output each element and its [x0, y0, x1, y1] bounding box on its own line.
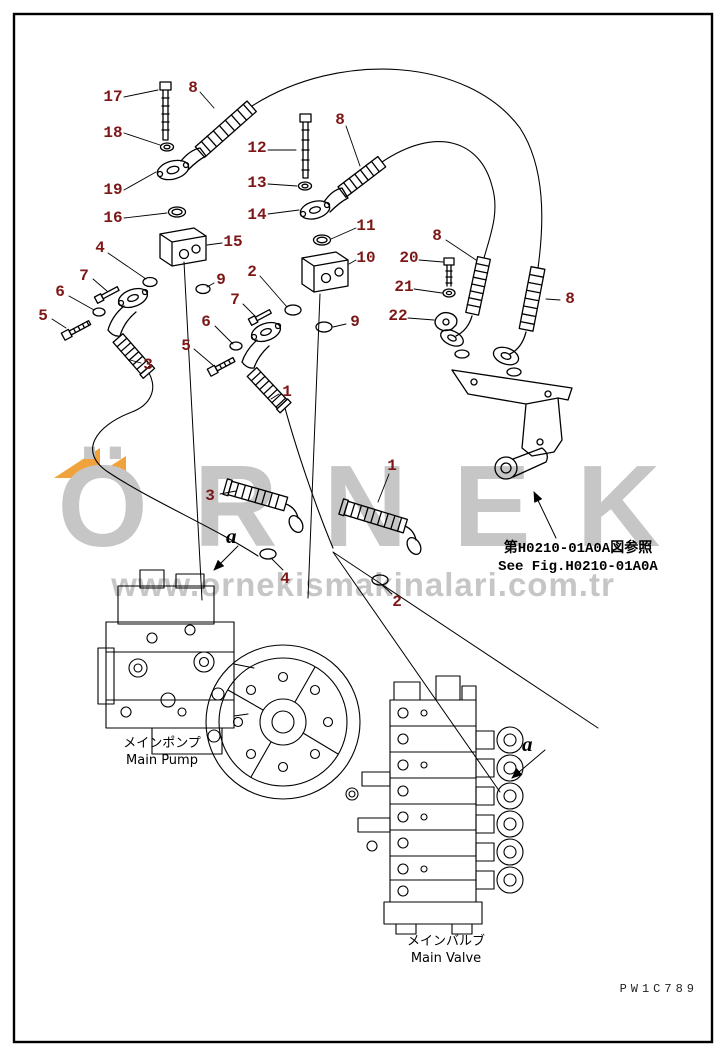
block-15 — [159, 227, 207, 267]
reference-note-jp: 第H0210-01A0A図参照 — [503, 541, 653, 557]
block-10 — [301, 251, 349, 293]
main-pump-label-en: Main Pump — [126, 752, 198, 768]
view-label-a-upper: a — [226, 524, 237, 548]
oring-9 — [195, 283, 211, 295]
oring — [506, 367, 522, 377]
hose-8-middle — [337, 141, 496, 259]
reference-note-en: See Fig.H0210-01A0A — [498, 559, 658, 576]
left-elbow-group — [60, 276, 211, 341]
oring-11 — [312, 234, 332, 246]
hose-8-right-outer — [492, 266, 546, 377]
main-valve-label: メインバルブ Main Valve — [388, 934, 504, 968]
oring-9 — [315, 321, 333, 333]
watermark-brand: ÖRNEK — [57, 441, 707, 571]
connection-lines — [183, 261, 321, 601]
hose-8-topleft — [194, 68, 543, 269]
elbow-14 — [299, 187, 349, 220]
hose-8-right-inner — [440, 255, 492, 359]
reference-note: 第H0210-01A0A図参照 See Fig.H0210-01A0A — [468, 540, 688, 576]
bolt-7 — [93, 286, 120, 304]
clamp-22 — [434, 311, 458, 332]
oring-4 — [259, 548, 277, 560]
main-valve-label-jp: メインバルブ — [406, 934, 485, 949]
hose-1-upper — [246, 366, 334, 549]
oring-16 — [167, 206, 187, 218]
bolt-20 — [443, 257, 455, 287]
main-pump-label-jp: メインポンプ — [123, 736, 201, 751]
bolt-12 — [299, 113, 312, 179]
main-valve-label-en: Main Valve — [410, 950, 482, 966]
main-pump-label: メインポンプ Main Pump — [104, 736, 220, 770]
main-valve-drawing — [345, 675, 524, 935]
leader-lines — [51, 89, 561, 595]
oring — [454, 349, 470, 359]
elbow-19 — [156, 147, 207, 181]
page-code: PW1C789 — [619, 982, 698, 996]
view-lines — [213, 491, 599, 793]
hose-1-lower — [338, 498, 422, 586]
bolt-7 — [247, 309, 272, 326]
main-pump-drawing — [97, 569, 361, 800]
washer-21 — [442, 288, 456, 298]
washer-6 — [229, 341, 243, 351]
bracket — [451, 369, 573, 480]
oring-4 — [142, 276, 158, 288]
hose-3-upper — [92, 333, 259, 557]
hose-3-lower — [222, 478, 304, 560]
view-label-a-lower: a — [522, 732, 533, 756]
bolt-5 — [206, 356, 236, 377]
washer-13 — [297, 181, 313, 191]
page-frame — [12, 12, 714, 1044]
ref-arrow — [533, 491, 557, 539]
bolt-17 — [159, 81, 172, 141]
washer-6 — [92, 307, 106, 317]
oring-2 — [284, 304, 302, 316]
bolt-5 — [60, 320, 92, 341]
oring-2 — [371, 574, 389, 586]
washer-18 — [159, 142, 175, 152]
watermark-logo-icon — [54, 448, 126, 478]
mid-elbow-group — [206, 304, 333, 377]
